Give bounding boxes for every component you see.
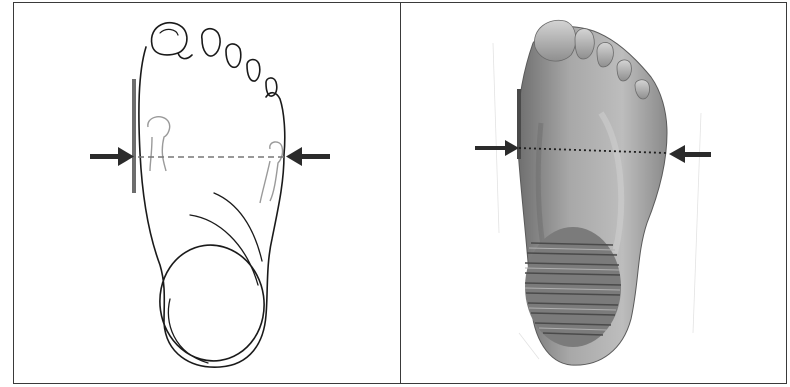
- third-toe: [226, 44, 241, 67]
- panel-line-drawing: [14, 3, 400, 383]
- left-arrow: [90, 147, 134, 166]
- arch-line-inner: [214, 193, 262, 261]
- right-arrow: [286, 147, 330, 166]
- fourth-toe: [247, 60, 260, 82]
- panel-scan-render: [401, 3, 786, 383]
- heel-contact-area: [525, 227, 621, 347]
- second-toe: [202, 29, 220, 56]
- arch-line-outer: [190, 215, 258, 285]
- foot-outline-drawing: [14, 3, 400, 383]
- heel-pad: [152, 238, 271, 367]
- big-toe: [152, 23, 187, 55]
- foot-scan-render: [401, 3, 786, 383]
- measuring-bar: [132, 79, 136, 193]
- scan-right-arrow: [669, 145, 711, 163]
- scan-left-arrow: [475, 140, 519, 156]
